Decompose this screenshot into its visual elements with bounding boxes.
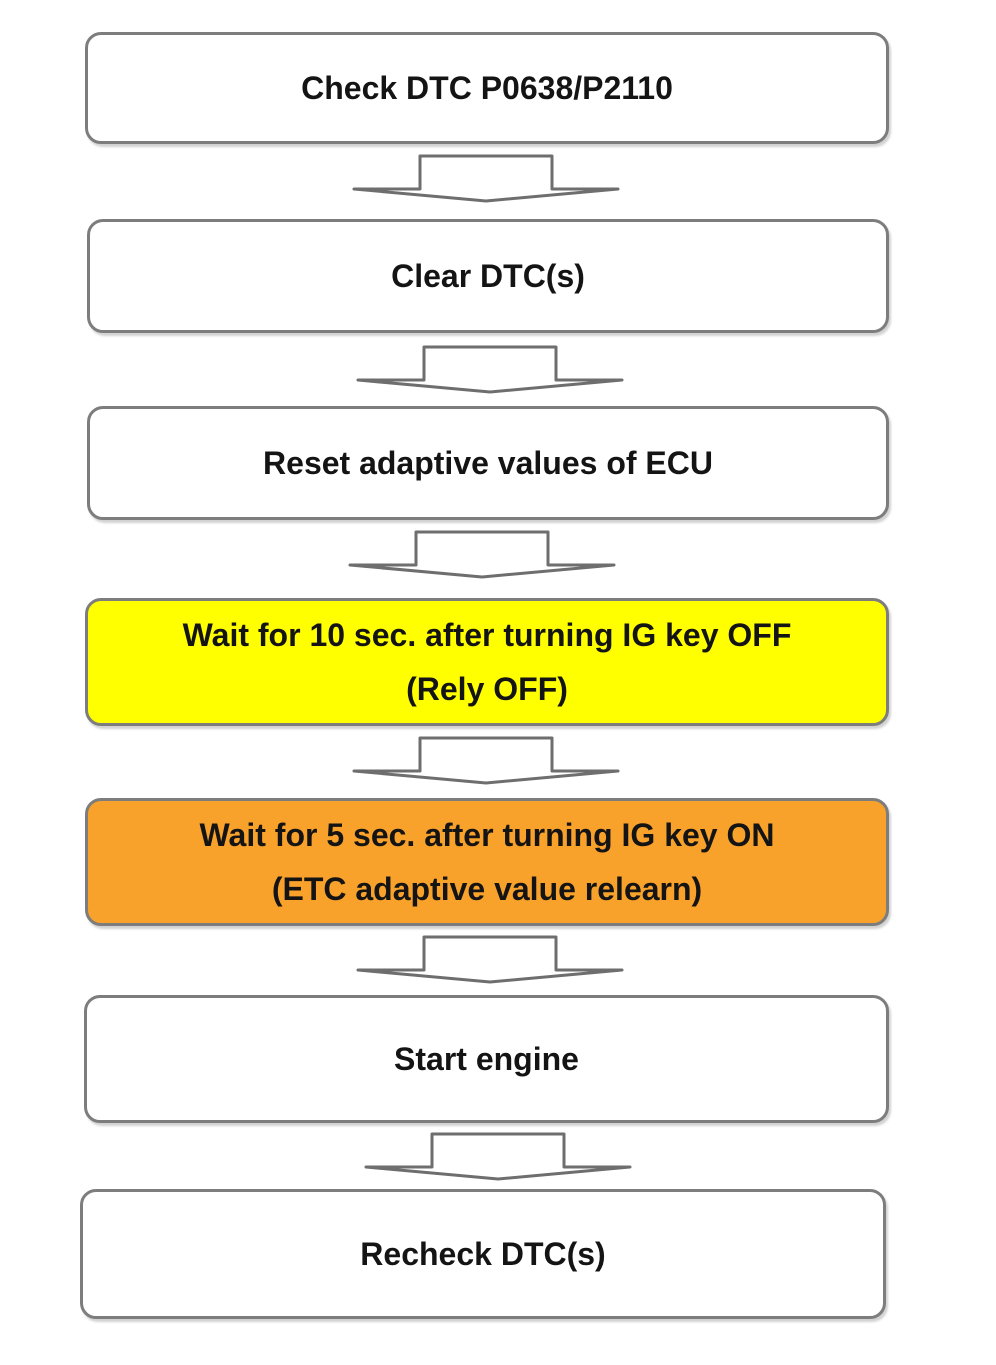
down-arrow-icon <box>364 1132 632 1181</box>
step-start-engine: Start engine <box>84 995 889 1123</box>
step-clear-dtc: Clear DTC(s) <box>87 219 889 333</box>
step-label: Start engine <box>394 1041 579 1077</box>
down-arrow-icon <box>356 345 624 394</box>
down-arrow-icon <box>352 736 620 785</box>
down-arrow-icon <box>356 935 624 984</box>
step-label: Check DTC P0638/P2110 <box>301 70 673 106</box>
step-wait-ig-off: Wait for 10 sec. after turning IG key OF… <box>85 598 889 726</box>
down-arrow-icon <box>348 530 616 579</box>
step-label-line-2: (ETC adaptive value relearn) <box>271 871 703 907</box>
down-arrow-icon <box>352 154 620 203</box>
step-label-line-2: (Rely OFF) <box>406 671 568 707</box>
step-label-line-1: Wait for 5 sec. after turning IG key ON <box>199 817 775 853</box>
step-recheck-dtc: Recheck DTC(s) <box>80 1189 886 1319</box>
step-reset-adaptive-values: Reset adaptive values of ECU <box>87 406 889 520</box>
step-label: Recheck DTC(s) <box>360 1236 606 1272</box>
step-label: Clear DTC(s) <box>391 258 585 294</box>
step-label-line-1: Wait for 10 sec. after turning IG key OF… <box>182 617 792 653</box>
step-check-dtc: Check DTC P0638/P2110 <box>85 32 889 144</box>
step-label: Reset adaptive values of ECU <box>263 445 713 481</box>
step-wait-ig-on: Wait for 5 sec. after turning IG key ON … <box>85 798 889 926</box>
